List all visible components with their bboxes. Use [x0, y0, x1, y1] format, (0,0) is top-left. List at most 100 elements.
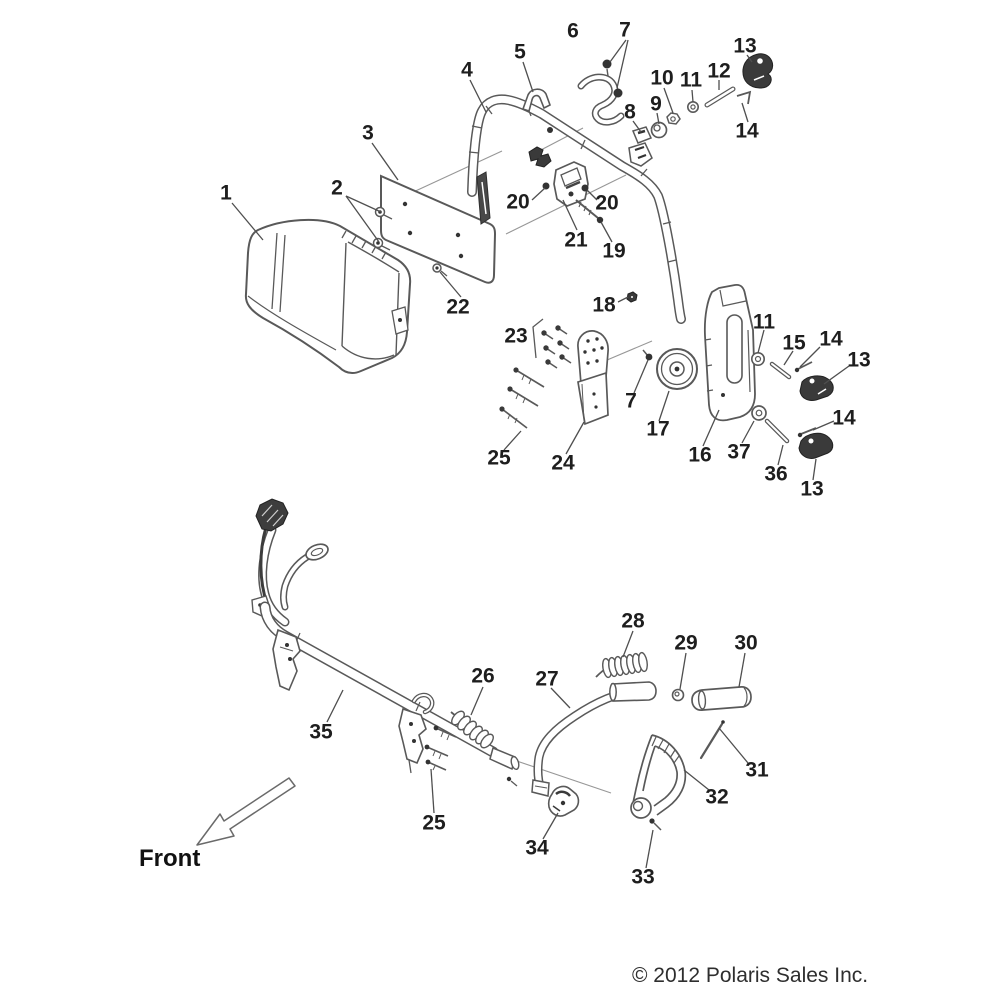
part-spring-26 [450, 710, 494, 749]
part-screw-33 [649, 818, 662, 831]
part-roll-bar [467, 94, 686, 324]
leader-line [757, 329, 765, 354]
callout-25: 25 [422, 812, 446, 835]
part-strap-32 [630, 734, 687, 819]
leader-line [600, 221, 613, 243]
leader-line [565, 421, 585, 455]
leader-line [599, 340, 653, 364]
part-clamp-halves-8 [628, 126, 653, 167]
leader-line [691, 89, 694, 103]
leader-line [812, 458, 817, 481]
part-hardware-23 [532, 318, 572, 369]
callout-23: 23 [504, 325, 527, 348]
part-nut-10 [666, 112, 681, 125]
callout-12: 12 [707, 60, 730, 83]
callout-13: 13 [733, 35, 756, 58]
part-mid-bracket [398, 692, 435, 774]
part-bolts-20 [542, 182, 589, 192]
leader-line [741, 102, 749, 123]
leader-line [371, 142, 399, 181]
leader-line [622, 630, 634, 658]
callout-1: 1 [220, 182, 232, 205]
part-screw-19 [575, 199, 604, 224]
leader-line [542, 812, 559, 840]
copyright-text: © 2012 Polaris Sales Inc. [632, 964, 868, 987]
callout-28: 28 [621, 610, 645, 633]
part-screws-25 [499, 367, 545, 429]
part-left-bracket [272, 628, 301, 692]
callout-4: 4 [461, 59, 473, 82]
callout-11: 11 [753, 311, 776, 334]
callout-15: 15 [782, 332, 806, 355]
leader-line [738, 652, 746, 688]
part-spring-28 [595, 651, 648, 679]
part-clamp-34 [547, 785, 580, 817]
callout-6: 6 [567, 20, 579, 43]
leader-line [812, 420, 835, 431]
callout-24: 24 [551, 452, 575, 475]
part-ball-29 [671, 688, 685, 702]
part-bolt-7b [642, 349, 653, 361]
part-tube-27 [506, 681, 657, 797]
leader-line [799, 346, 821, 368]
part-backrest-plate [380, 174, 497, 284]
leader-line [470, 686, 484, 716]
part-clamp-5 [521, 88, 552, 168]
front-arrow [196, 777, 296, 846]
part-latch-13b [799, 375, 834, 401]
leader-line [550, 687, 571, 709]
callout-27: 27 [535, 668, 558, 691]
callout-2: 2 [331, 177, 343, 200]
callout-11: 11 [680, 69, 703, 92]
callout-13: 13 [800, 478, 823, 501]
leader-lines [231, 39, 850, 869]
part-rod-31 [699, 720, 725, 760]
part-bolts-7 [602, 59, 623, 98]
leader-line [702, 409, 720, 447]
callout-18: 18 [592, 294, 616, 317]
part-bracket-24 [577, 330, 609, 426]
callout-19: 19 [602, 240, 625, 263]
part-grip-30 [691, 686, 752, 711]
leader-line [679, 652, 687, 690]
callout-16: 16 [688, 444, 711, 467]
leader-line [522, 61, 534, 93]
part-washer-37 [751, 405, 767, 421]
callout-8: 8 [624, 101, 636, 124]
callout-31: 31 [745, 759, 769, 782]
callout-22: 22 [446, 296, 469, 319]
part-roller-17 [656, 348, 698, 390]
leader-line [718, 727, 749, 764]
callout-25: 25 [487, 447, 511, 470]
callout-34: 34 [525, 837, 549, 860]
leader-line [439, 271, 462, 298]
callout-14: 14 [832, 407, 856, 430]
part-bolt-14b [794, 361, 813, 373]
part-latch-13 [742, 53, 774, 89]
leader-line [345, 195, 380, 243]
leader-line [823, 365, 850, 385]
part-nut-18 [626, 291, 638, 303]
callout-36: 36 [764, 463, 787, 486]
leader-line [609, 39, 627, 63]
part-washer-11 [686, 101, 699, 114]
leader-line [616, 39, 629, 89]
leader-line [777, 444, 784, 466]
leader-line [531, 187, 546, 201]
part-bolt-14c [797, 427, 817, 438]
part-seat-cushion [244, 218, 412, 375]
callout-20: 20 [595, 192, 618, 215]
part-pin-15 [769, 361, 792, 380]
callout-20: 20 [506, 191, 529, 214]
leader-line [345, 195, 382, 213]
leader-line [783, 350, 794, 366]
callout-33: 33 [631, 866, 654, 889]
leader-line [326, 689, 344, 723]
leader-line [633, 359, 649, 394]
part-washer-11b [750, 351, 765, 366]
callout-35: 35 [309, 721, 333, 744]
part-bushing-9 [650, 121, 668, 139]
part-pin-12 [704, 86, 736, 108]
